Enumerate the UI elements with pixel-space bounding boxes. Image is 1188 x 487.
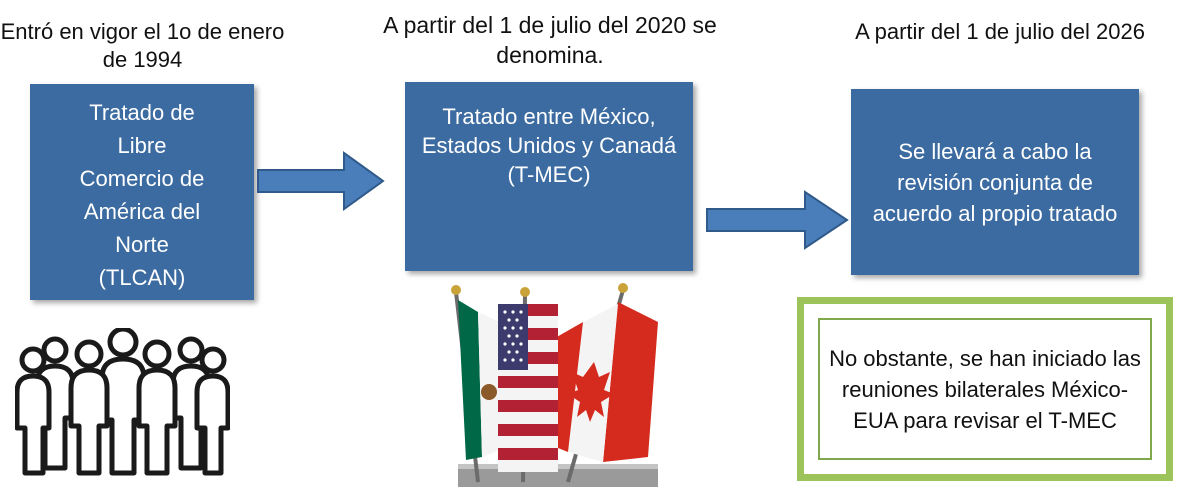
note-inner-frame: No obstante, se han iniciado las reunion… <box>818 318 1152 460</box>
person-icon <box>136 339 178 476</box>
box-tlcan: Tratado de Libre Comercio de América del… <box>30 84 254 300</box>
flags-mexico-usa-canada-icon <box>451 283 658 487</box>
people-group-icon <box>15 328 230 476</box>
person-icon <box>34 336 76 471</box>
caption-tmec-date: A partir del 1 de julio del 2020 se deno… <box>383 12 717 68</box>
box-tlcan-text: Tratado de Libre Comercio de América del… <box>79 100 205 290</box>
box-revision: Se llevará a cabo la revisión conjunta d… <box>851 89 1139 275</box>
caption-tlcan-date: Entró en vigor el 1o de enero de 1994 <box>0 19 285 72</box>
box-tmec-text: Tratado entre México, Estados Unidos y C… <box>421 104 677 187</box>
person-icon <box>170 336 212 471</box>
person-icon <box>194 346 230 476</box>
note-text: No obstante, se han iniciado las reunion… <box>829 345 1141 433</box>
person-icon <box>68 339 110 476</box>
right-arrow-icon <box>706 190 849 250</box>
note-frame: No obstante, se han iniciado las reunion… <box>797 297 1173 481</box>
usa-flag-icon <box>498 304 558 472</box>
box-revision-text: Se llevará a cabo la revisión conjunta d… <box>872 138 1118 226</box>
canada-flag-icon <box>543 302 658 462</box>
person-icon <box>15 346 52 476</box>
right-arrow-icon <box>257 151 385 211</box>
box-tmec: Tratado entre México, Estados Unidos y C… <box>405 82 693 271</box>
person-icon <box>99 328 147 476</box>
caption-revision-date: A partir del 1 de julio del 2026 <box>855 19 1145 44</box>
